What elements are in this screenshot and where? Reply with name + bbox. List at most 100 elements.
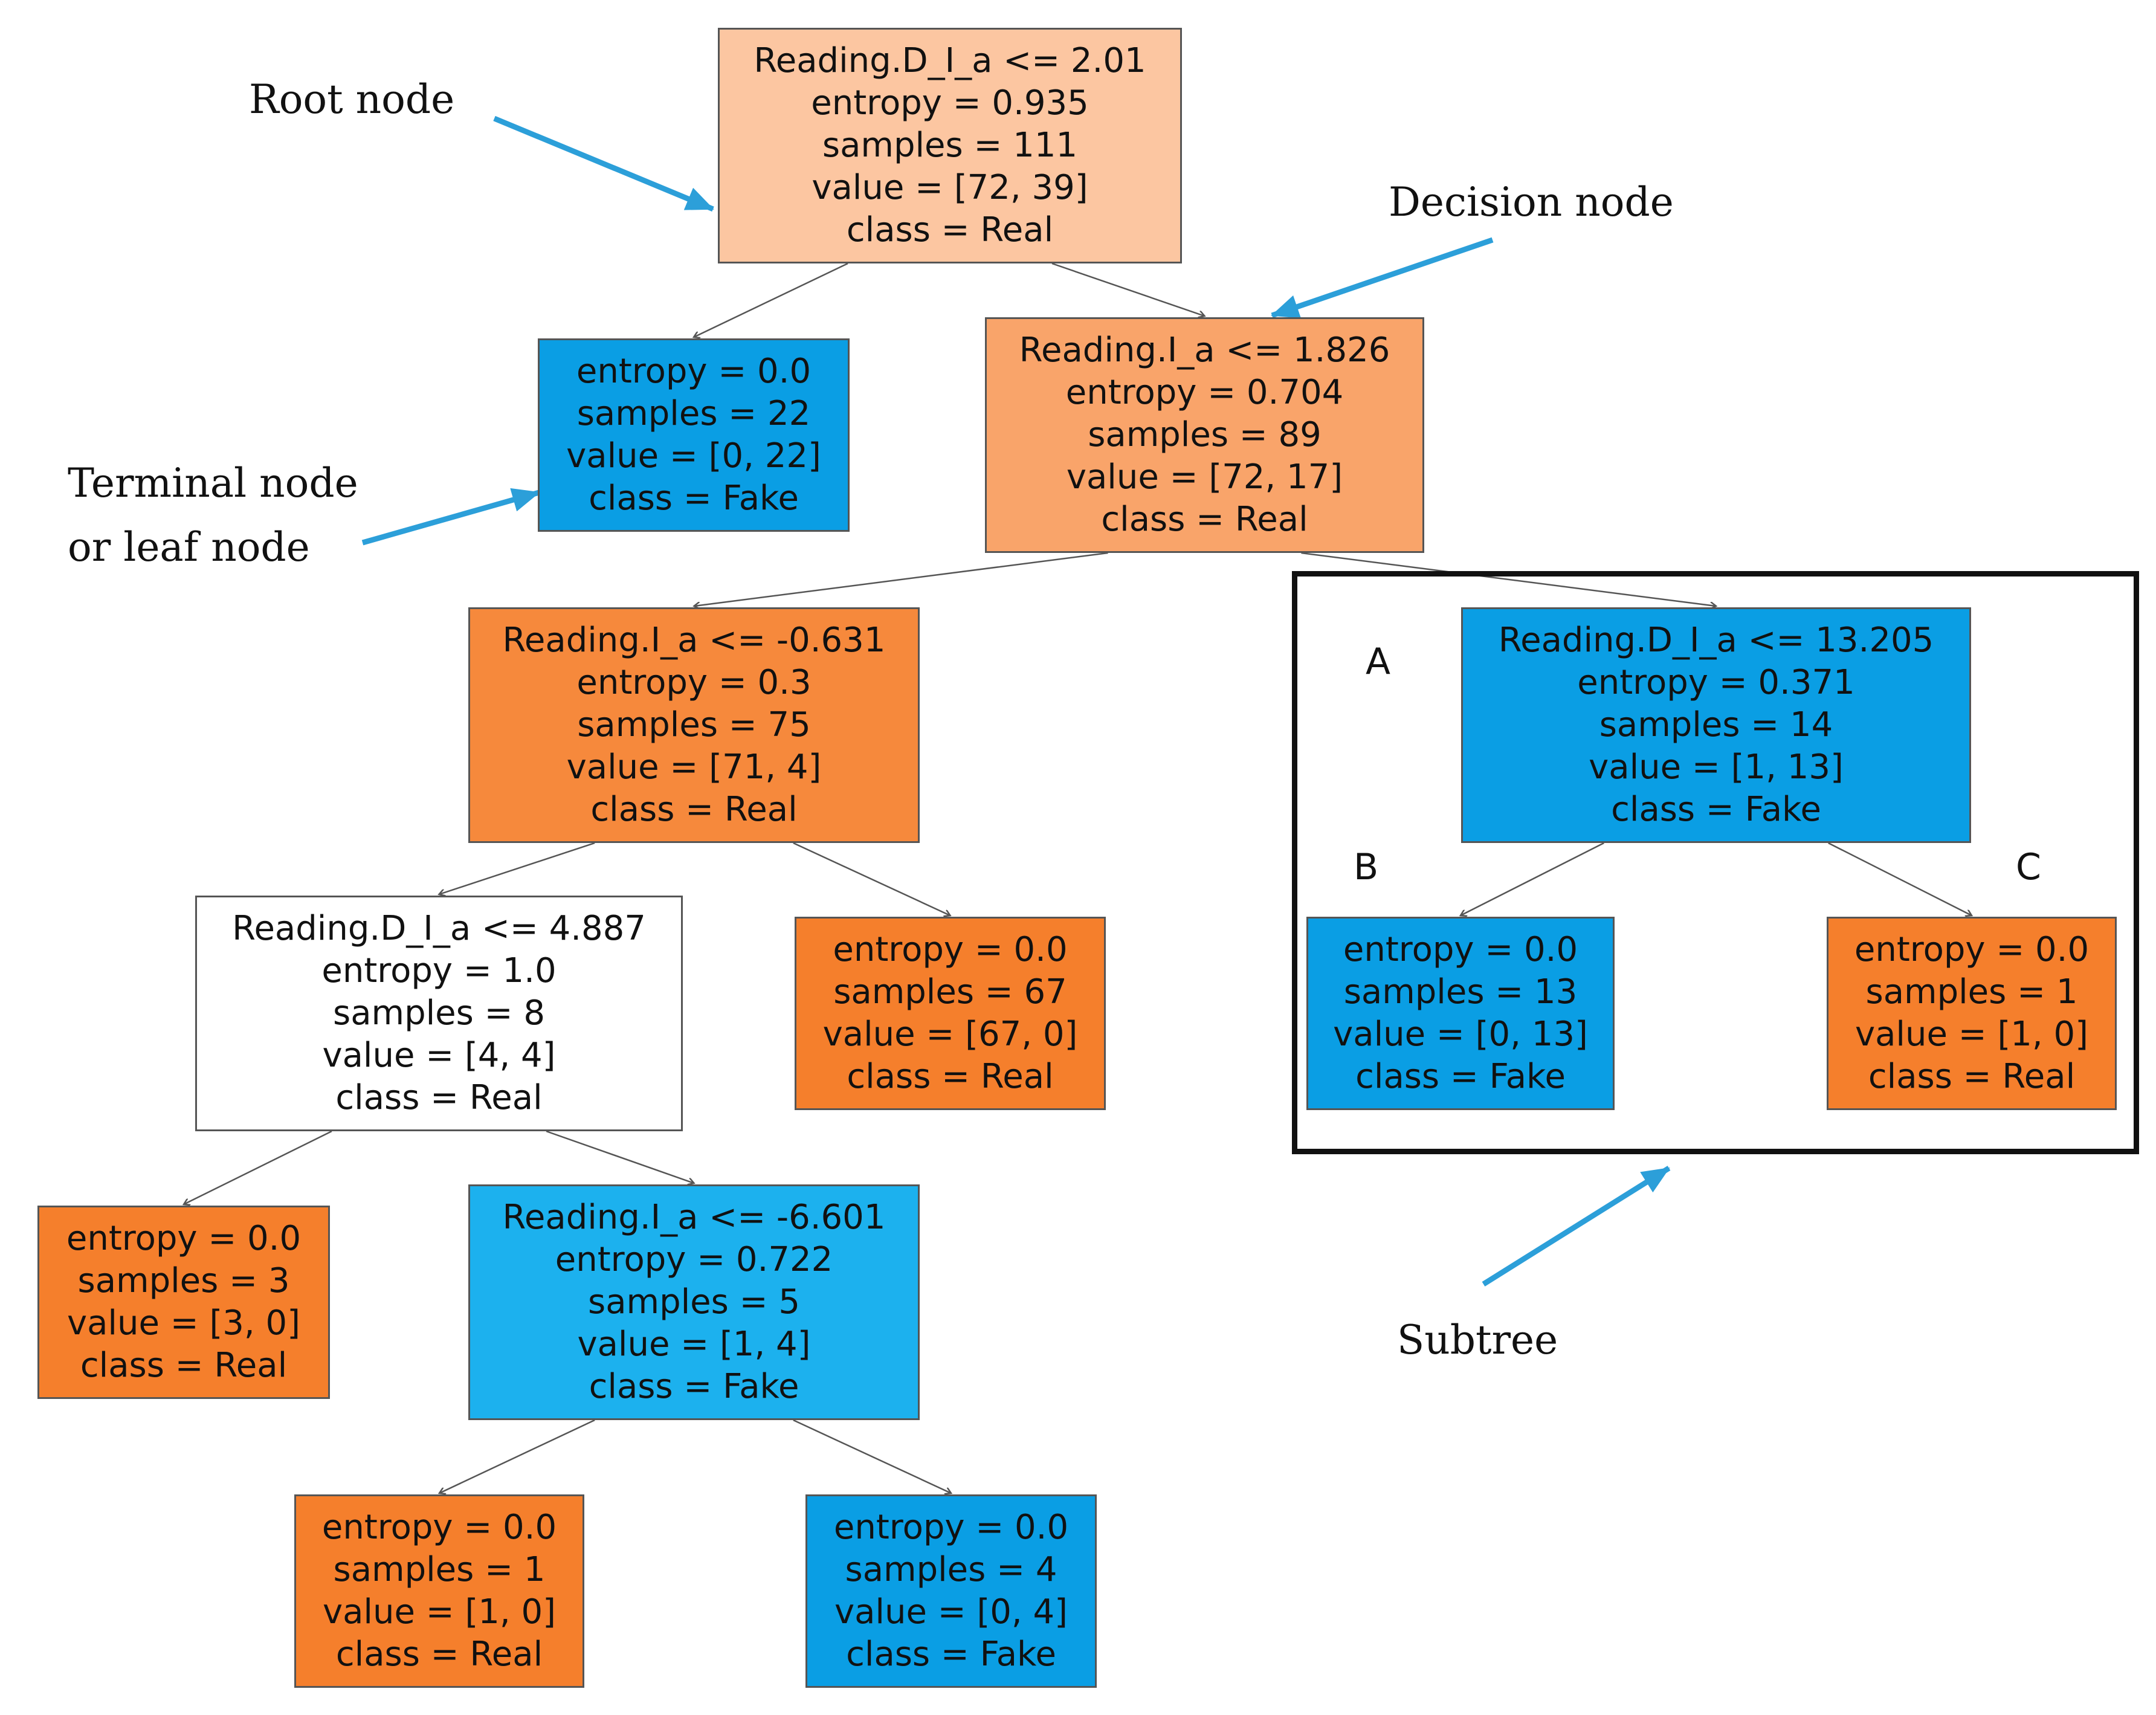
node-text-line: entropy = 0.722 [555,1240,833,1279]
node-text-line: class = Real [846,210,1054,250]
node-text-line: entropy = 0.3 [576,663,812,702]
tree-edge [546,1130,694,1183]
tree-edge [694,552,1108,606]
subtree-label: Subtree [1397,1317,1558,1363]
subtree-letter-a: A [1366,641,1391,683]
node-text-line: samples = 4 [845,1550,1057,1589]
tree-edge [1051,262,1205,316]
node-text-line: Reading.D_I_a <= 13.205 [1498,621,1934,660]
node-text-line: class = Real [1101,500,1308,539]
decision-node-callout-arrow [1271,237,1494,318]
node-text-line: class = Real [335,1078,543,1117]
terminal-node-callout-arrow [361,488,540,546]
node-text-line: class = Real [335,1635,543,1674]
node-text-line: samples = 1 [1865,972,2078,1012]
node-text-line: value = [1, 0] [322,1592,557,1632]
node-text-line: Reading.I_a <= -6.601 [502,1198,886,1237]
tree-edge [1828,842,1972,916]
node-text-line: class = Fake [589,479,799,518]
terminal-node-label: Terminal node or leaf node [68,451,358,580]
node-text-line: entropy = 0.0 [833,930,1068,969]
tree-edge [1460,842,1604,916]
node-text-line: class = Real [1868,1057,2076,1096]
node-text-line: value = [1, 13] [1589,748,1844,787]
tree-edge [793,842,951,916]
tree-edge [439,1419,595,1493]
tree-edge [694,262,848,337]
node-text-line: class = Real [590,790,798,829]
node-text-line: Reading.D_I_a <= 4.887 [232,909,646,948]
subtree-highlight-box [1292,571,2139,1154]
node-text-line: class = Fake [589,1367,799,1406]
terminal-node-label-line2: or leaf node [68,524,310,570]
node-text-line: value = [4, 4] [322,1036,556,1075]
node-text-line: Reading.I_a <= -0.631 [502,621,886,660]
node-text-line: entropy = 0.0 [321,1508,557,1547]
node-text-line: entropy = 0.935 [811,83,1089,123]
node-text-line: value = [3, 0] [66,1303,301,1343]
root-node-label: Root node [249,76,455,123]
node-text-line: samples = 111 [822,126,1078,165]
tree-edge [439,842,595,894]
decision-node-label: Decision node [1389,179,1674,225]
node-text-line: value = [0, 4] [834,1592,1068,1632]
terminal-node-label-line1: Terminal node [68,460,358,506]
node-text-line: samples = 75 [577,705,811,744]
node-text-line: class = Fake [1611,790,1821,829]
node-text-line: samples = 5 [588,1282,800,1322]
root-node-callout-arrow [493,115,714,212]
node-text-line: value = [1, 0] [1854,1015,2089,1054]
node-text-line: entropy = 0.0 [66,1219,302,1258]
node-text-line: entropy = 0.0 [833,1508,1069,1547]
node-text-line: value = [72, 39] [812,168,1088,207]
node-text-line: entropy = 1.0 [321,951,557,990]
node-text-line: value = [0, 22] [566,436,821,476]
node-text-line: Reading.I_a <= 1.826 [1019,331,1390,370]
node-text-line: class = Real [80,1346,288,1385]
node-text-line: Reading.D_I_a <= 2.01 [754,41,1146,80]
node-text-line: value = [71, 4] [566,748,822,787]
node-text-line: samples = 14 [1599,705,1833,744]
node-text-line: value = [0, 13] [1333,1015,1588,1054]
node-text-line: entropy = 0.704 [1065,373,1344,412]
subtree-callout-arrow [1482,1166,1671,1287]
node-text-line: class = Real [847,1057,1054,1096]
tree-edge [1301,552,1716,606]
tree-edge [793,1419,951,1493]
node-text-line: samples = 67 [833,972,1067,1012]
subtree-letter-b: B [1354,846,1379,888]
node-text-line: samples = 1 [333,1550,546,1589]
node-text-line: entropy = 0.0 [1343,930,1578,969]
node-text-line: entropy = 0.371 [1577,663,1855,702]
node-text-line: samples = 22 [576,394,811,433]
node-text-line: class = Fake [846,1635,1056,1674]
node-text-line: value = [72, 17] [1066,457,1343,497]
tree-edge [184,1130,332,1204]
node-text-line: class = Fake [1355,1057,1566,1096]
node-text-line: entropy = 0.0 [1854,930,2090,969]
edge-group [184,262,1972,1493]
node-text-line: entropy = 0.0 [576,352,812,391]
subtree-letter-c: C [2016,846,2041,888]
node-text-line: samples = 13 [1343,972,1578,1012]
node-text-line: value = [1, 4] [577,1325,811,1364]
node-text-line: samples = 3 [77,1261,290,1300]
node-text-line: value = [67, 0] [822,1015,1078,1054]
node-text-line: samples = 8 [333,993,545,1033]
node-text-line: samples = 89 [1088,415,1322,454]
